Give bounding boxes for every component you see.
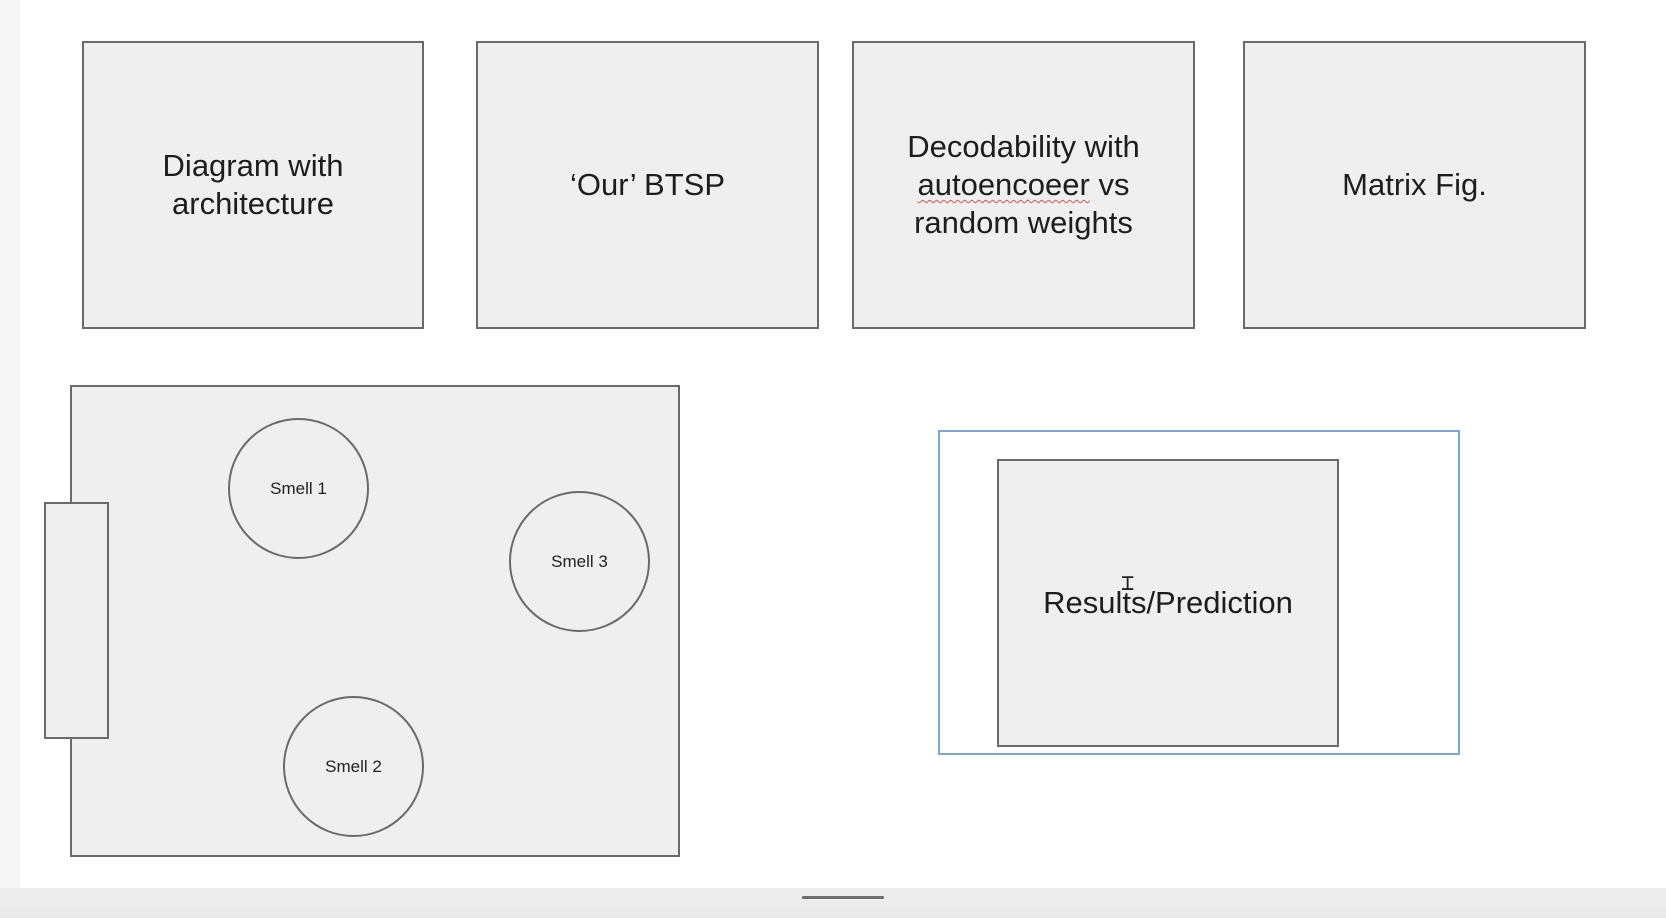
smell-circle-3[interactable]: Smell 3 [509,491,650,632]
text-line: Matrix Fig. [1342,167,1487,202]
misspelled-word: autoencoeer [917,167,1090,202]
box-diagram-architecture[interactable]: Diagram with architecture [82,41,424,329]
smell-circle-1[interactable]: Smell 1 [228,418,369,559]
smell-label: Smell 2 [325,756,382,776]
box-our-btsp[interactable]: ‘Our’ BTSP [476,41,819,329]
box-decodability-text: Decodability with autoencoeer vs random … [907,128,1140,242]
text-line: Diagram with [162,148,344,183]
selection-outline[interactable] [938,430,1460,755]
text-fragment: vs [1089,167,1130,202]
box-our-btsp-text: ‘Our’ BTSP [570,166,725,204]
arena-entrance[interactable] [44,502,109,739]
smell-label: Smell 1 [270,478,327,498]
box-results-prediction-text: Results/Prediction [1043,584,1293,622]
text-line: Decodability with [907,129,1140,164]
text-cursor-icon: ⌶ [1121,571,1135,596]
text-line: architecture [172,186,334,221]
smell-circle-2[interactable]: Smell 2 [283,696,424,837]
text-line: ‘Our’ BTSP [569,167,726,202]
left-gutter [0,0,21,918]
box-matrix-fig[interactable]: Matrix Fig. [1243,41,1586,329]
box-matrix-fig-text: Matrix Fig. [1342,166,1487,204]
text-line: autoencoeer vs [907,166,1140,204]
box-results-prediction[interactable]: Results/Prediction [997,459,1339,747]
text-line: random weights [914,205,1133,240]
resize-handle[interactable] [802,896,884,899]
smell-label: Smell 3 [551,551,608,571]
text-line: Results/Prediction [1043,585,1293,620]
box-decodability[interactable]: Decodability with autoencoeer vs random … [852,41,1195,329]
bottom-panel [0,888,1666,918]
box-diagram-architecture-text: Diagram with architecture [163,147,344,223]
